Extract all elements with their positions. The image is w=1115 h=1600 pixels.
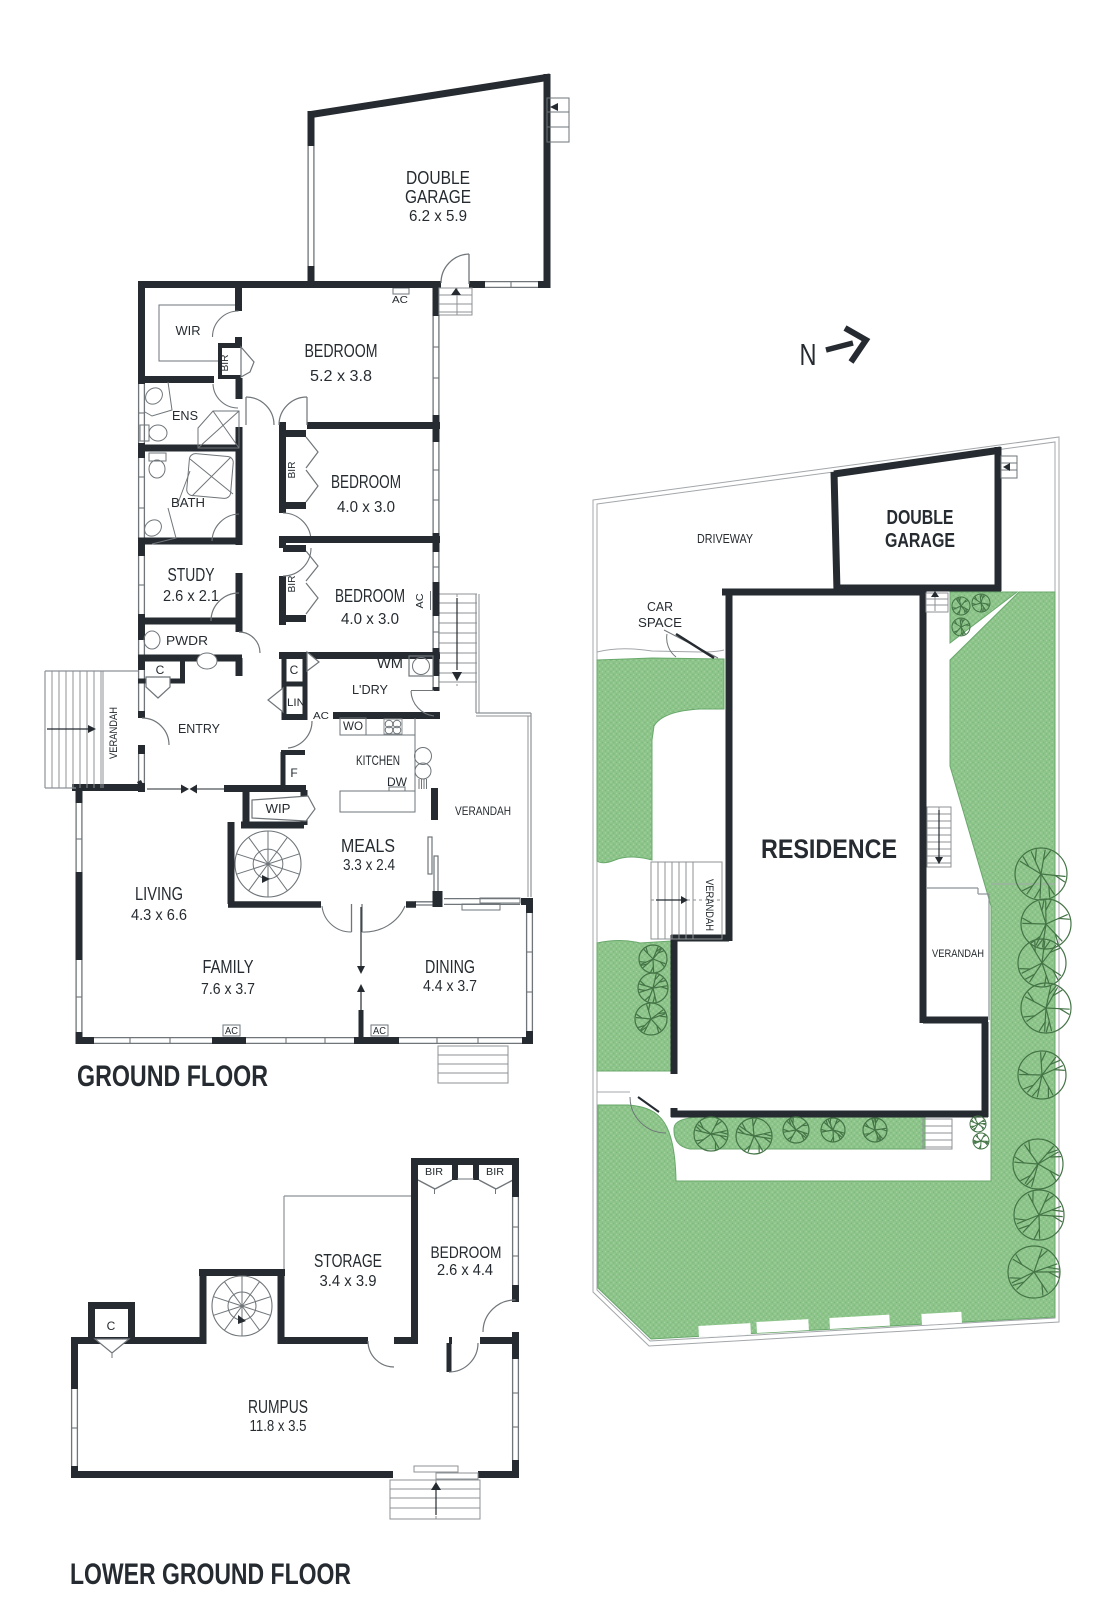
svg-text:BIR: BIR [286,575,298,592]
svg-text:4.3 x 6.6: 4.3 x 6.6 [131,907,187,924]
svg-text:BEDROOM: BEDROOM [331,472,401,492]
svg-text:BIR: BIR [425,1166,443,1178]
svg-text:7.6 x 3.7: 7.6 x 3.7 [201,981,255,998]
svg-text:5.2 x 3.8: 5.2 x 3.8 [310,368,372,385]
svg-text:KITCHEN: KITCHEN [356,752,400,768]
svg-text:GARAGE: GARAGE [885,530,955,552]
svg-text:WIP: WIP [266,801,291,816]
svg-text:3.3 x 2.4: 3.3 x 2.4 [343,857,395,874]
svg-text:C: C [290,663,299,677]
svg-text:SPACE: SPACE [638,615,682,630]
svg-text:STORAGE: STORAGE [314,1251,382,1271]
svg-text:4.0 x 3.0: 4.0 x 3.0 [341,611,399,628]
svg-text:VERANDAH: VERANDAH [455,804,511,818]
svg-text:WO: WO [343,719,363,733]
svg-text:L'DRY: L'DRY [352,682,388,697]
svg-text:WM: WM [377,655,403,672]
svg-text:4.0 x 3.0: 4.0 x 3.0 [337,499,395,516]
svg-text:BIR: BIR [219,354,231,371]
svg-text:CAR: CAR [647,599,673,614]
svg-text:4.4 x 3.7: 4.4 x 3.7 [423,978,477,995]
svg-text:AC: AC [373,1026,386,1037]
svg-text:LIVING: LIVING [135,884,183,904]
svg-text:DOUBLE: DOUBLE [887,507,954,529]
svg-text:AC: AC [313,710,329,722]
svg-text:VERANDAH: VERANDAH [703,879,715,931]
svg-text:VERANDAH: VERANDAH [108,707,120,759]
svg-text:C: C [107,1319,116,1333]
svg-text:MEALS: MEALS [341,836,395,856]
svg-text:DRIVEWAY: DRIVEWAY [697,531,753,546]
svg-text:C: C [156,663,165,677]
svg-text:11.8 x 3.5: 11.8 x 3.5 [250,1418,307,1435]
svg-text:BIR: BIR [286,461,298,478]
svg-text:ENS: ENS [172,408,198,423]
svg-text:BIR: BIR [486,1166,504,1178]
svg-text:DW: DW [387,775,408,789]
svg-text:AC: AC [225,1026,238,1037]
svg-text:WIR: WIR [176,323,201,338]
svg-text:LOWER GROUND FLOOR: LOWER GROUND FLOOR [70,1558,351,1591]
svg-text:N: N [800,337,817,372]
svg-text:GROUND FLOOR: GROUND FLOOR [77,1060,268,1093]
svg-text:VERANDAH: VERANDAH [932,948,984,960]
svg-text:FAMILY: FAMILY [203,957,254,977]
svg-text:BEDROOM: BEDROOM [335,586,405,606]
svg-text:PWDR: PWDR [166,633,208,648]
svg-text:BEDROOM: BEDROOM [305,341,378,361]
svg-text:6.2 x 5.9: 6.2 x 5.9 [409,208,467,225]
svg-text:STUDY: STUDY [168,565,215,585]
svg-text:GARAGE: GARAGE [405,187,471,207]
svg-text:3.4 x 3.9: 3.4 x 3.9 [320,1273,377,1290]
svg-text:AC: AC [392,294,408,306]
svg-text:2.6 x 2.1: 2.6 x 2.1 [163,588,219,605]
svg-text:AC: AC [414,593,426,608]
svg-text:F: F [290,766,297,780]
svg-text:ENTRY: ENTRY [178,721,220,736]
svg-text:2.6 x 4.4: 2.6 x 4.4 [437,1262,493,1279]
svg-text:RUMPUS: RUMPUS [248,1397,308,1417]
svg-text:LIN: LIN [287,697,305,709]
svg-text:DOUBLE: DOUBLE [406,168,470,188]
svg-text:BATH: BATH [171,495,205,510]
svg-text:BEDROOM: BEDROOM [431,1243,502,1262]
svg-text:RESIDENCE: RESIDENCE [761,834,897,864]
svg-text:DINING: DINING [425,957,475,977]
